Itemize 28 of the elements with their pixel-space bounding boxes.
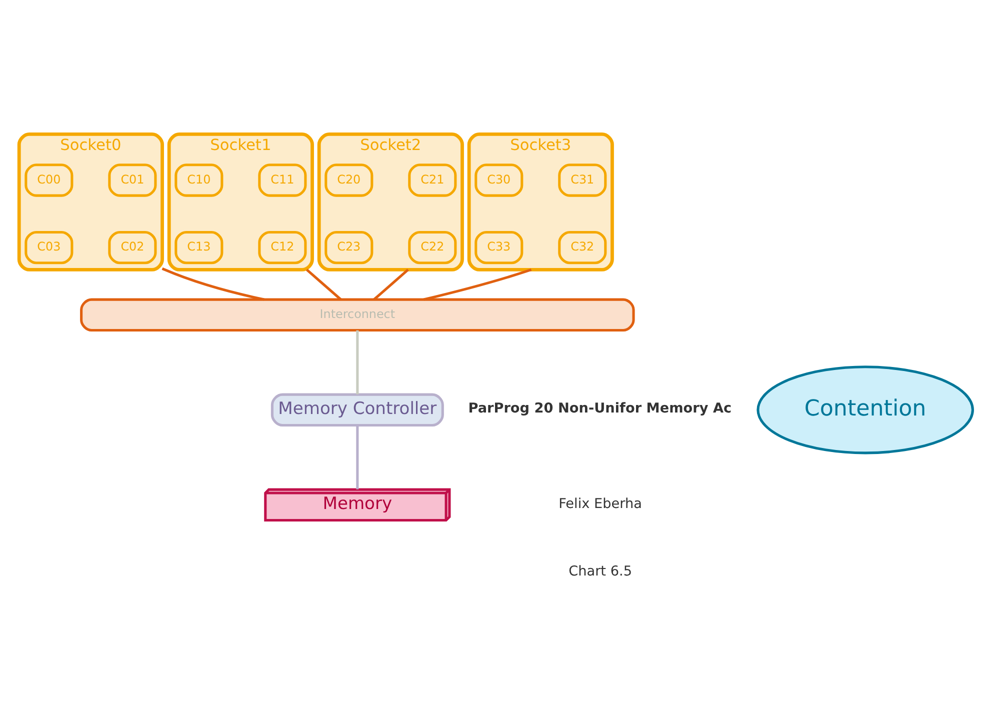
node-box: C31	[558, 163, 607, 196]
node-ellipse: Contention	[756, 365, 974, 454]
node-box: C10	[174, 163, 224, 196]
node-box: C30	[474, 163, 524, 196]
connector	[356, 330, 359, 394]
node-box: C01	[108, 163, 157, 196]
connector	[356, 424, 359, 489]
node-box: C00	[24, 163, 74, 196]
connector	[162, 266, 264, 300]
node-box: C03	[24, 230, 74, 264]
node-box: C22	[408, 230, 457, 264]
label: ParProg 20 Non-Unifor Memory Ac	[468, 400, 732, 416]
label: Felix Eberha	[558, 496, 642, 512]
node-box: C33	[474, 230, 524, 264]
connector	[306, 268, 342, 300]
label: Chart 6.5	[568, 562, 632, 579]
node-box: Memory Controller	[270, 392, 444, 426]
node-box: Interconnect	[80, 298, 635, 331]
node-box: C11	[258, 163, 307, 196]
node-box: C32	[558, 230, 607, 264]
connector	[373, 268, 409, 300]
node-box: C21	[408, 163, 457, 196]
node-box: C23	[324, 230, 374, 264]
connector	[423, 268, 532, 300]
node-box: C02	[108, 230, 157, 264]
node-box: C12	[258, 230, 307, 264]
node-box: C20	[324, 163, 374, 196]
node-box: C13	[174, 230, 224, 264]
